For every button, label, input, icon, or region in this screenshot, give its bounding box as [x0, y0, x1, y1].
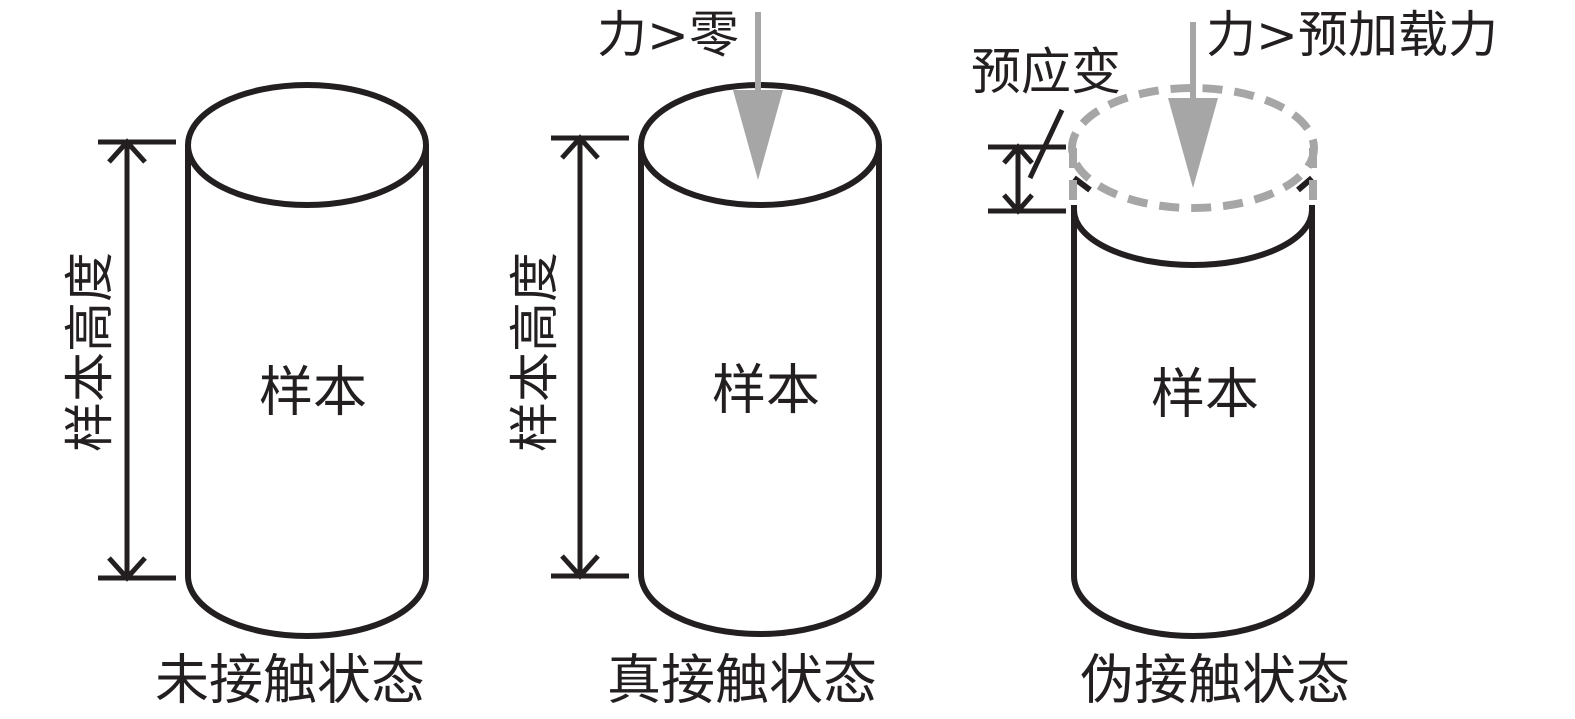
caption: 未接触状态	[155, 649, 425, 712]
force-arrow	[733, 12, 783, 180]
cylinder-top	[185, 82, 429, 208]
caption: 伪接触状态	[1080, 649, 1350, 712]
height-dimension	[98, 138, 176, 582]
panel-pseudo-contact: 力>预加载力 预应变 样本 伪接触状态	[971, 6, 1498, 712]
cylinder-body	[1074, 210, 1312, 576]
cylinder-body	[188, 145, 426, 576]
sample-label: 样本	[712, 359, 820, 422]
height-label: 样本高度	[61, 252, 119, 452]
panel-true-contact: 力>零 样本高度 样本 真接触状态	[506, 6, 882, 712]
cylinder-sample	[185, 82, 429, 639]
sample-label: 样本	[1151, 363, 1259, 426]
leader-line	[1027, 108, 1065, 180]
cylinder-sample	[638, 82, 882, 637]
cylinder-sample	[1071, 175, 1315, 639]
panel-no-contact: 样本高度 样本 未接触状态	[61, 82, 429, 712]
strain-label: 预应变	[971, 43, 1121, 101]
force-label: 力>零	[597, 6, 739, 64]
force-label: 力>预加载力	[1206, 6, 1498, 64]
force-arrow	[1168, 22, 1218, 188]
caption: 真接触状态	[607, 649, 877, 712]
sample-label: 样本	[259, 361, 367, 424]
prestrain-dimension	[988, 108, 1066, 215]
cylinder-top-compressed	[1071, 209, 1315, 268]
cylinder-body	[641, 145, 879, 574]
height-label: 样本高度	[506, 252, 564, 452]
height-dimension	[551, 134, 629, 580]
